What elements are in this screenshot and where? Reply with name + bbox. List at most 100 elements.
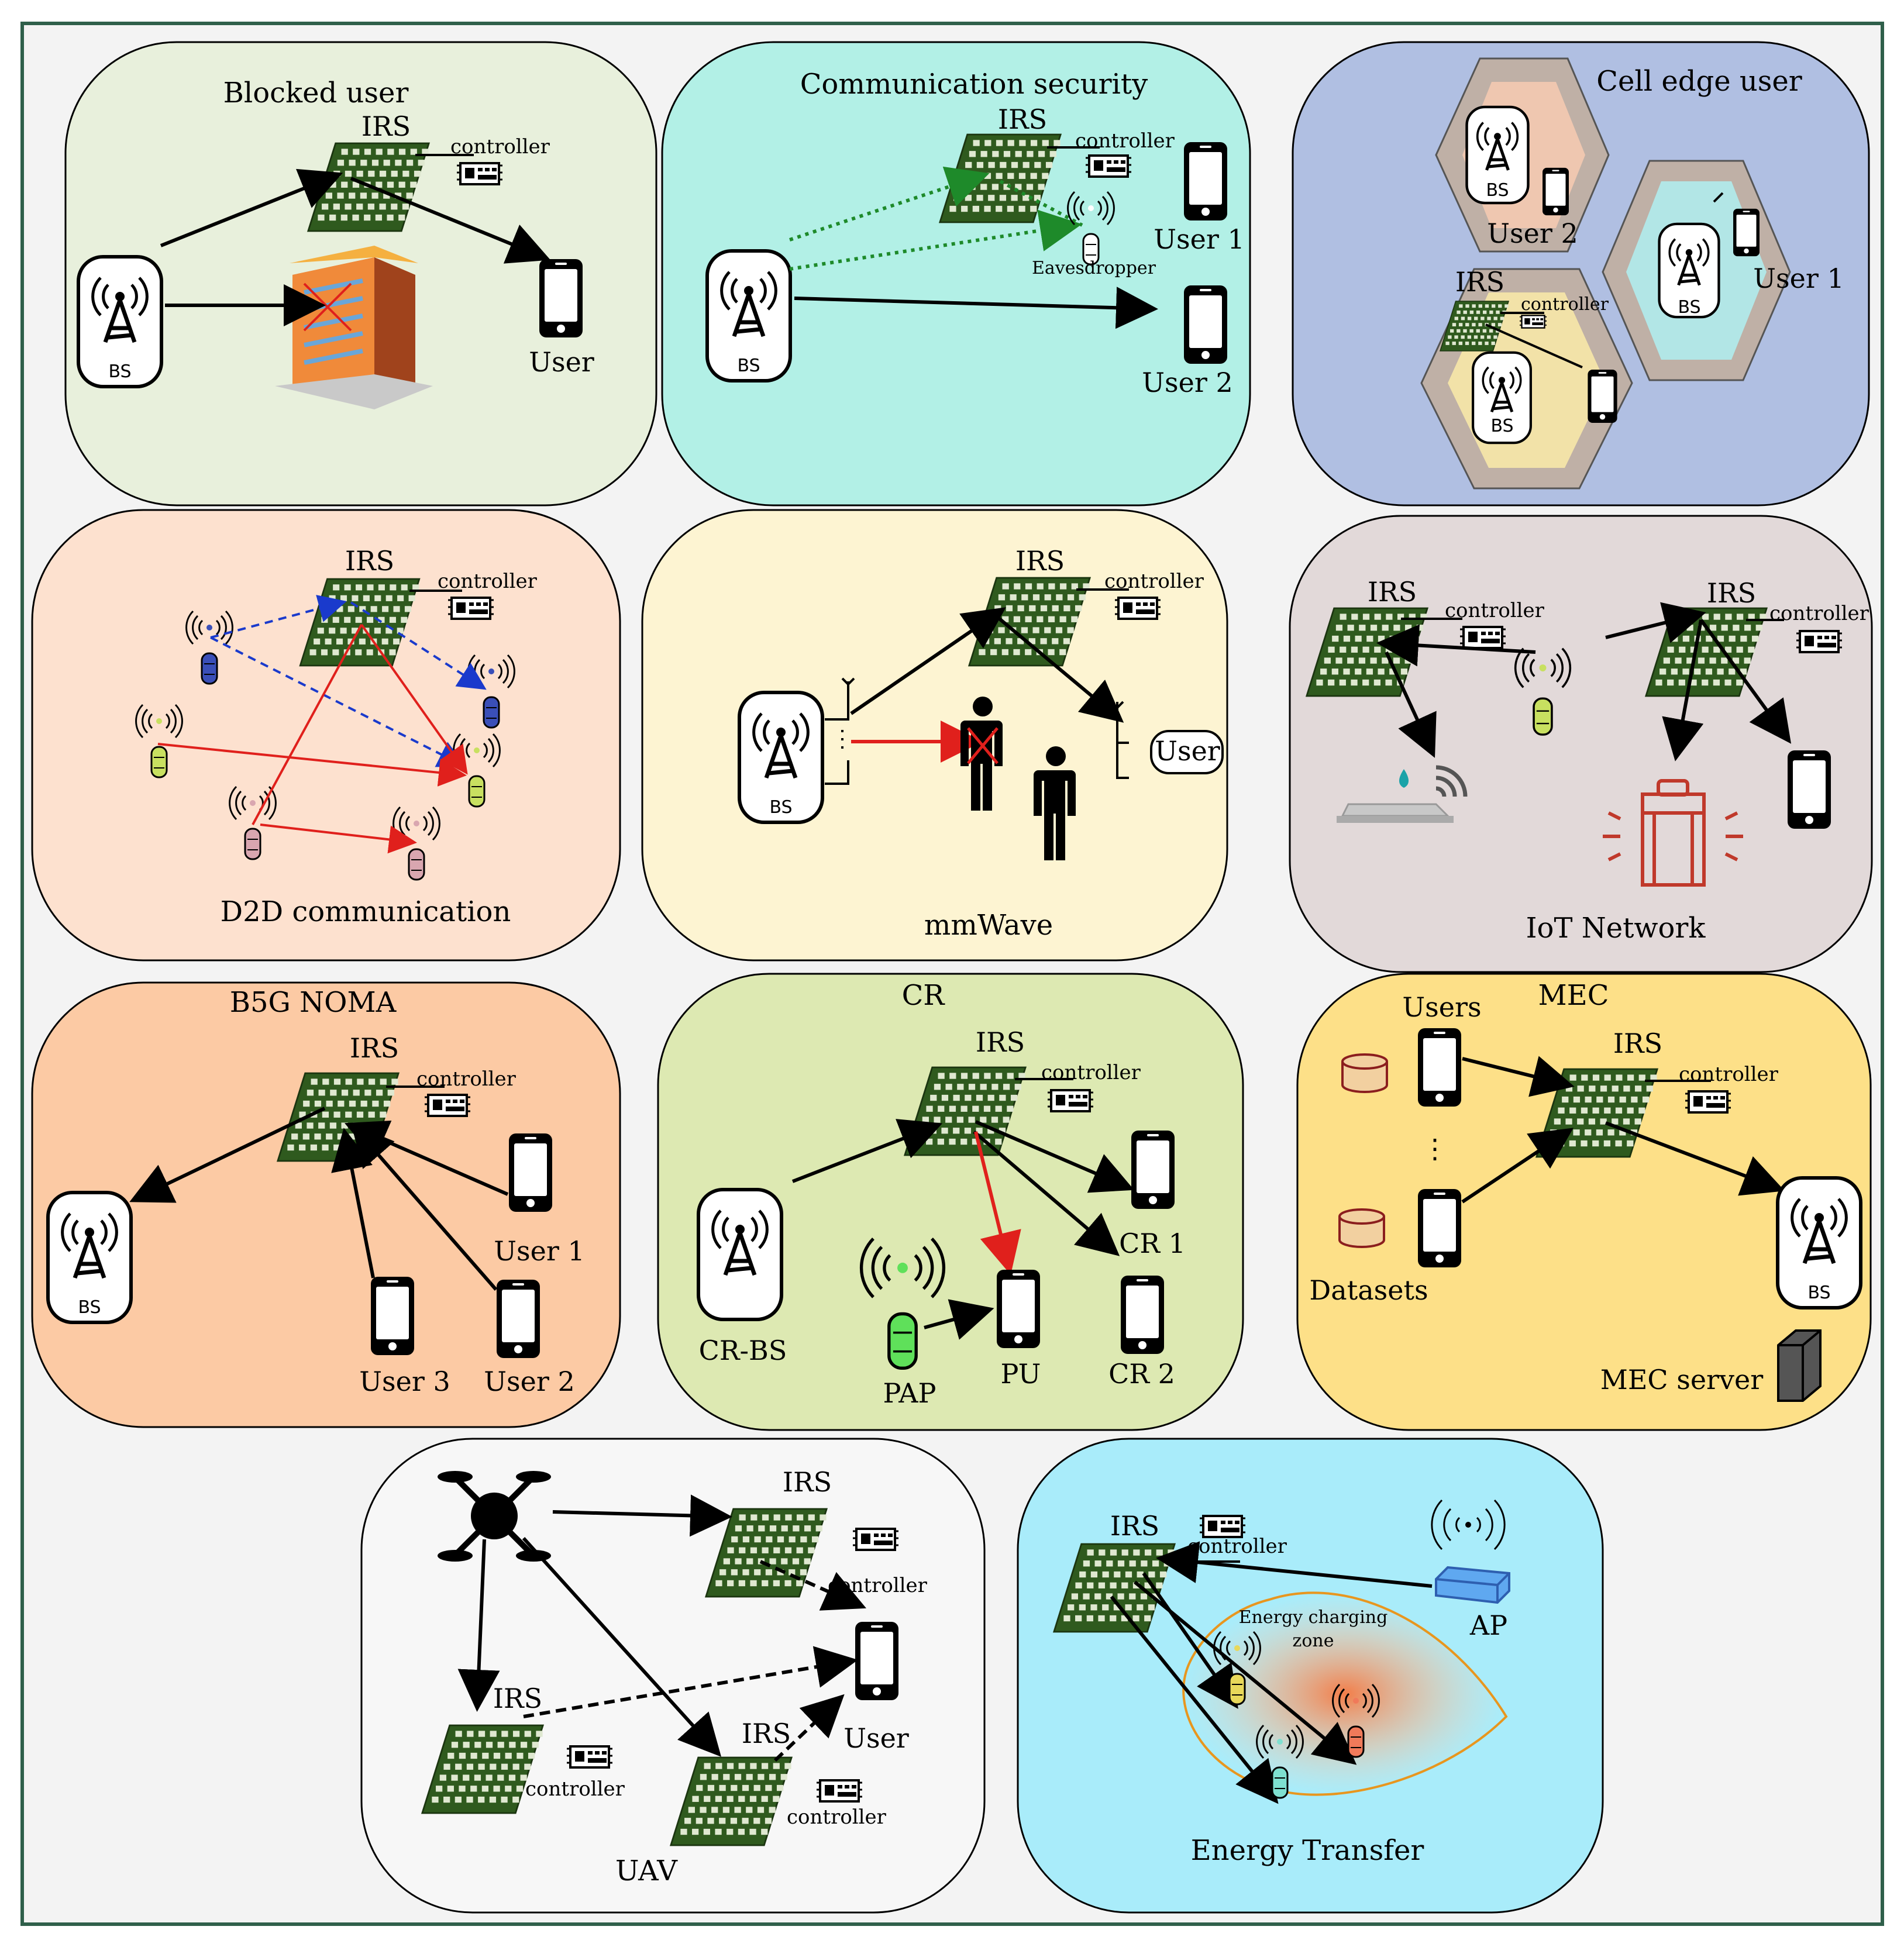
energy-ap-icon bbox=[1431, 1499, 1510, 1604]
security-irs-label: IRS bbox=[998, 104, 1047, 135]
noma-bs-label: BS bbox=[78, 1297, 101, 1318]
cr-group: CR IRS controller CR-BS PAP PU CR 1 CR 2 bbox=[698, 979, 1186, 1409]
celledge-bs-top-label: BS bbox=[1486, 180, 1509, 201]
iot-controller1-label: controller bbox=[1445, 599, 1545, 622]
noma-user1-phone-icon bbox=[509, 1133, 552, 1212]
celledge-irs-label: IRS bbox=[1455, 266, 1504, 298]
energy-irs-label: IRS bbox=[1110, 1510, 1159, 1542]
uav-controller-right-label: controller bbox=[787, 1805, 887, 1829]
celledge-controller-label: controller bbox=[1521, 294, 1609, 315]
mmwave-controller-label: controller bbox=[1104, 570, 1204, 593]
noma-user3-phone-icon bbox=[371, 1277, 414, 1355]
iot-controller2-chip-icon bbox=[1795, 630, 1843, 653]
mec-irs-label: IRS bbox=[1613, 1028, 1662, 1059]
celledge-bs-bottom-label: BS bbox=[1490, 416, 1513, 436]
blocked-user-group: Blocked user IRS controller BS User bbox=[78, 77, 594, 409]
mec-bs-label: BS bbox=[1807, 1283, 1830, 1303]
energy-controller-label: controller bbox=[1187, 1535, 1287, 1558]
panel-mmwave bbox=[641, 509, 1228, 962]
uav-irs-top-label: IRS bbox=[783, 1466, 832, 1498]
iot-controller2-label: controller bbox=[1769, 602, 1869, 625]
drone-icon bbox=[438, 1471, 551, 1562]
celledge-controller-chip-icon bbox=[1519, 315, 1548, 329]
cr-cr1-phone-icon bbox=[1131, 1131, 1175, 1209]
d2d-controller-label: controller bbox=[438, 570, 538, 593]
cr-bs-icon bbox=[698, 1190, 781, 1319]
mec-datasets-label: Datasets bbox=[1309, 1274, 1428, 1306]
cr-irs-label: IRS bbox=[976, 1026, 1025, 1058]
smart-sensor-icon bbox=[1337, 765, 1468, 823]
panel-cr bbox=[657, 973, 1244, 1431]
security-controller-label: controller bbox=[1075, 129, 1175, 153]
uav-user-label: User bbox=[843, 1722, 909, 1754]
mec-user2-phone-icon bbox=[1418, 1189, 1461, 1267]
cr-cr2-label: CR 2 bbox=[1108, 1358, 1175, 1390]
blocked-title: Blocked user bbox=[223, 77, 409, 109]
dataset-db-2-icon bbox=[1338, 1208, 1385, 1248]
mec-users-label: Users bbox=[1402, 991, 1481, 1023]
iot-irs2-label: IRS bbox=[1707, 577, 1756, 609]
uav-irs-left-label: IRS bbox=[493, 1683, 542, 1714]
celledge-user1-phone-icon bbox=[1733, 208, 1760, 257]
uav-controller-left-label: controller bbox=[525, 1777, 625, 1801]
cr-cr2-phone-icon bbox=[1121, 1276, 1164, 1354]
d2d-irs-label: IRS bbox=[345, 545, 394, 577]
energy-ap-label: AP bbox=[1469, 1610, 1507, 1641]
security-user1-label: User 1 bbox=[1154, 223, 1244, 255]
iot-irs1-label: IRS bbox=[1368, 576, 1417, 608]
cr-controller-chip-icon bbox=[1046, 1089, 1094, 1112]
blocked-controller-label: controller bbox=[450, 135, 550, 158]
cr-pap-label: PAP bbox=[883, 1377, 936, 1409]
security-bs-label: BS bbox=[737, 356, 760, 376]
security-user2-phone-icon bbox=[1184, 285, 1227, 364]
dataset-db-1-icon bbox=[1341, 1053, 1388, 1093]
panel-noma bbox=[31, 981, 621, 1428]
noma-group: B5G NOMA IRS controller BS User 1 User 3… bbox=[48, 986, 585, 1397]
cr-cr1-label: CR 1 bbox=[1119, 1228, 1186, 1259]
iot-phone-icon bbox=[1788, 750, 1831, 829]
panel-d2d bbox=[31, 509, 621, 962]
celledge-bs-right-label: BS bbox=[1678, 297, 1700, 318]
energy-zone-line1: Energy charging bbox=[1239, 1607, 1388, 1628]
noma-controller-label: controller bbox=[416, 1067, 517, 1091]
blocked-controller-chip-icon bbox=[456, 162, 504, 185]
blocked-user-label: User bbox=[529, 346, 594, 378]
cr-pu-label: PU bbox=[1001, 1358, 1041, 1390]
uav-controller-right-chip-icon bbox=[815, 1779, 863, 1803]
noma-user3-label: User 3 bbox=[359, 1366, 450, 1397]
mec-controller-label: controller bbox=[1679, 1063, 1779, 1086]
security-gate-icon bbox=[1603, 779, 1743, 887]
iot-group: IRS controller IRS controller IoT bbox=[1306, 576, 1869, 945]
energy-controller-chip-icon bbox=[1199, 1515, 1247, 1538]
mec-server-icon bbox=[1777, 1329, 1822, 1402]
mmwave-irs-label: IRS bbox=[1015, 545, 1065, 577]
uav-controller-left-chip-icon bbox=[566, 1745, 614, 1769]
uav-user-phone-icon bbox=[855, 1622, 898, 1700]
celledge-user2-label: User 2 bbox=[1487, 218, 1578, 249]
mec-group: MEC Users IRS controller ⋮ Datasets BS M… bbox=[1309, 979, 1861, 1402]
security-controller-chip-icon bbox=[1084, 154, 1132, 178]
d2d-controller-chip-icon bbox=[447, 597, 495, 620]
eavesdropper-label: Eavesdropper bbox=[1032, 258, 1156, 278]
celledge-edge-phone-icon bbox=[1588, 370, 1617, 423]
iot-controller1-chip-icon bbox=[1459, 626, 1507, 649]
mmwave-title: mmWave bbox=[924, 909, 1053, 942]
noma-user2-label: User 2 bbox=[484, 1366, 574, 1397]
celledge-group: Cell edge user BS User 2 BS User 1 IRS c… bbox=[1420, 57, 1844, 490]
iot-title: IoT Network bbox=[1526, 912, 1706, 945]
mec-controller-chip-icon bbox=[1684, 1090, 1732, 1114]
celledge-user2-phone-icon bbox=[1543, 167, 1569, 216]
cr-pu-phone-icon bbox=[997, 1270, 1040, 1348]
cr-bs-label: CR-BS bbox=[699, 1335, 787, 1366]
mec-user-dots: ⋮ bbox=[1421, 1133, 1448, 1164]
mmwave-group: IRS controller BS User mmWave bbox=[739, 545, 1224, 942]
cr-controller-label: controller bbox=[1041, 1061, 1141, 1084]
noma-irs-label: IRS bbox=[350, 1032, 399, 1064]
noma-user2-phone-icon bbox=[497, 1280, 540, 1358]
mmwave-controller-chip-icon bbox=[1114, 597, 1162, 620]
security-user2-label: User 2 bbox=[1142, 367, 1232, 398]
uav-controller-top-label: controller bbox=[828, 1574, 928, 1597]
security-user1-phone-icon bbox=[1184, 142, 1227, 220]
celledge-user1-label: User 1 bbox=[1753, 263, 1844, 294]
